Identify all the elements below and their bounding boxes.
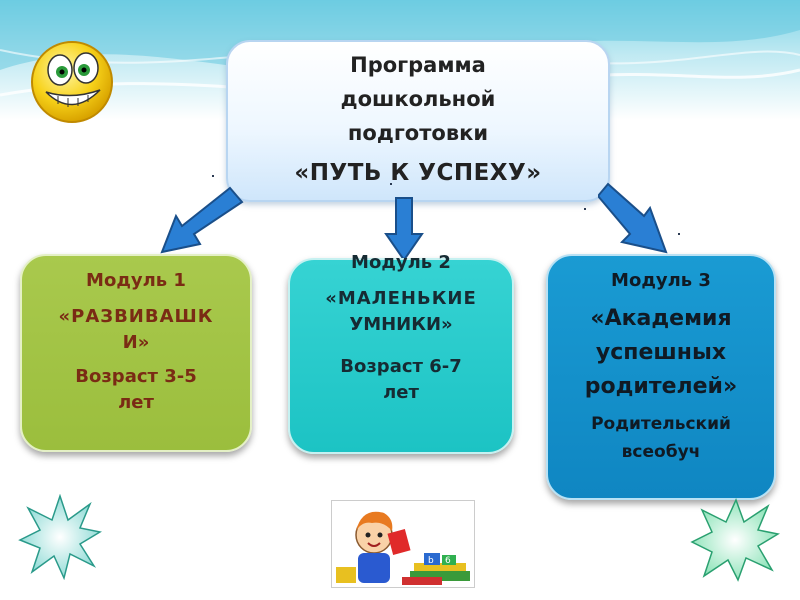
module-1-card: Модуль 1 «РАЗВИВАШК И» Возраст 3-5 лет	[20, 254, 252, 452]
module-2-name-line-1: «МАЛЕНЬКИЕ	[325, 288, 477, 309]
module-3-name-line-1: «Академия	[590, 306, 732, 331]
module-3-subtitle-line-1: Родительский	[591, 414, 731, 434]
decor-dot	[678, 233, 680, 235]
module-3-card: Модуль 3 «Академия успешных родителей» Р…	[546, 254, 776, 500]
program-title-line-3: подготовки	[347, 121, 489, 145]
arrow-to-module-1-icon	[160, 186, 244, 254]
module-3-title: Модуль 3	[611, 270, 711, 291]
module-2-card: Модуль 2 «МАЛЕНЬКИЕ УМНИКИ» Возраст 6-7 …	[288, 252, 514, 454]
smiley-face-icon	[31, 41, 113, 123]
module-1-name-line-2: И»	[122, 332, 150, 353]
module-2-title: Модуль 2	[351, 252, 451, 273]
program-title-line-2: дошкольной	[340, 87, 496, 111]
svg-text:6: 6	[445, 556, 451, 566]
module-2-age-line-1: Возраст 6-7	[340, 356, 462, 377]
module-3-subtitle-line-2: всеобуч	[621, 442, 701, 462]
decor-dot	[390, 183, 392, 185]
svg-text:b: b	[428, 556, 434, 566]
module-3-name-line-2: успешных	[595, 340, 727, 365]
module-1-name-line-1: «РАЗВИВАШК	[58, 306, 214, 327]
star-burst-icon	[18, 494, 102, 580]
decor-dot	[584, 208, 586, 210]
program-title-line-1: Программа	[350, 53, 486, 77]
module-1-title: Модуль 1	[86, 270, 186, 291]
child-with-books-illustration: b 6	[331, 500, 475, 588]
arrow-to-module-2-icon	[384, 197, 424, 262]
module-3-name-line-3: родителей»	[584, 374, 738, 399]
module-1-age-line-1: Возраст 3-5	[75, 366, 197, 387]
star-burst-icon	[690, 498, 780, 582]
arrow-to-module-3-icon	[598, 182, 668, 254]
decor-dot	[212, 175, 214, 177]
child-with-books-icon: b 6	[336, 511, 470, 585]
module-2-age-line-2: лет	[383, 382, 419, 403]
program-name: «ПУТЬ К УСПЕХУ»	[294, 160, 542, 186]
module-1-age-line-2: лет	[118, 392, 154, 413]
module-2-name-line-2: УМНИКИ»	[349, 314, 453, 335]
program-title-box: Программа дошкольной подготовки «ПУТЬ К …	[226, 40, 610, 202]
